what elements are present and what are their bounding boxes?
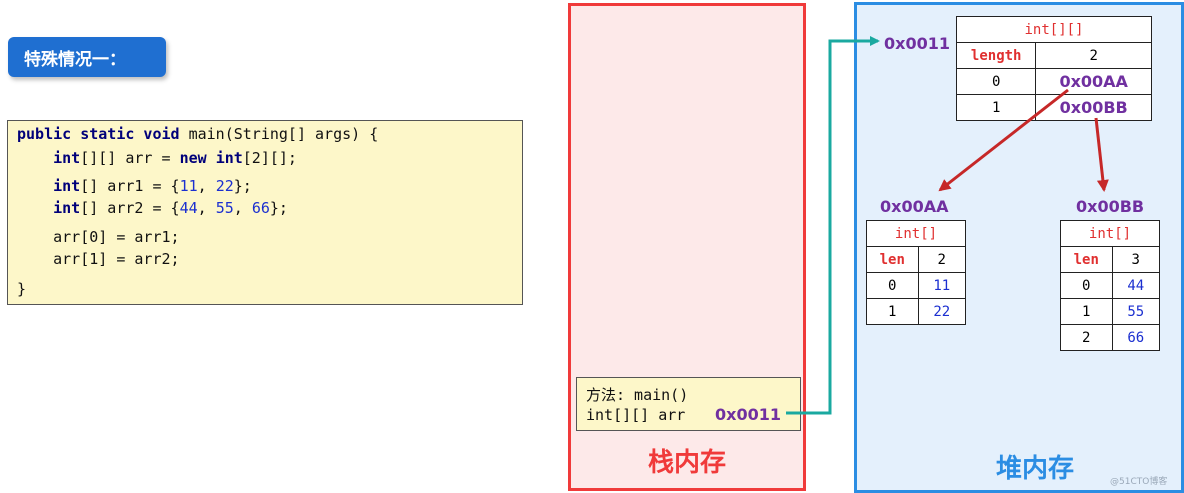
code-line: int[] arr1 = {11, 22};	[17, 177, 252, 195]
outer-array-row: 0 0x00AA	[955, 68, 1152, 95]
code-line: public static void main(String[] args) {	[17, 125, 378, 143]
code-text: [] arr2 = {	[80, 199, 180, 217]
code-text: arr[1] = arr2;	[17, 250, 180, 268]
code-text: [2][];	[242, 149, 297, 167]
code-number: 55	[215, 199, 234, 217]
code-text: };	[269, 199, 288, 217]
code-text: arr[0] = arr1;	[17, 228, 180, 246]
inner-array-a-address: 0x00AA	[880, 197, 949, 216]
inner-array-a-index: 1	[866, 298, 919, 325]
outer-to-inner-a-arrow	[938, 88, 1069, 192]
frame-variable-label: int[][] arr	[586, 406, 686, 424]
inner-array-b-row: 2 66	[1060, 324, 1161, 351]
inner-array-b-value: 66	[1111, 324, 1161, 351]
section-title: 特殊情况一：	[24, 49, 126, 70]
code-block: public static void main(String[] args) {…	[7, 120, 523, 305]
outer-array-type: int[][]	[956, 16, 1152, 43]
outer-to-inner-b-arrow	[1094, 117, 1109, 192]
outer-array-row: 1 0x00BB	[955, 94, 1152, 121]
inner-array-a-value: 22	[917, 298, 967, 325]
inner-array-b-length-label: len	[1060, 246, 1113, 273]
inner-array-b-address: 0x00BB	[1076, 197, 1145, 216]
code-line: }	[17, 280, 26, 298]
watermark: @51CTO博客	[1110, 477, 1168, 487]
inner-array-b-index: 0	[1060, 272, 1113, 299]
code-number: 66	[251, 199, 270, 217]
code-keyword: int	[215, 149, 243, 167]
stack-to-heap-arrow	[786, 36, 880, 415]
inner-array-b-value: 55	[1111, 298, 1161, 325]
code-keyword: int	[53, 149, 81, 167]
outer-array-table: int[][] length 2 0 0x00AA 1 0x00BB	[955, 16, 1152, 121]
outer-array-index: 0	[955, 68, 1037, 95]
code-number: 44	[179, 199, 198, 217]
stack-memory-label: 栈内存	[647, 448, 726, 478]
code-text: }	[17, 280, 27, 298]
inner-array-b-table: int[] len 3 0 44 1 55 2 66	[1060, 220, 1161, 351]
inner-array-a-table: int[] len 2 0 11 1 22	[866, 220, 967, 325]
frame-method-label: 方法: main()	[586, 386, 689, 404]
code-text: [] arr1 = {	[80, 177, 180, 195]
code-line: arr[0] = arr1;	[17, 228, 180, 246]
inner-array-b-value: 44	[1111, 272, 1161, 299]
code-text: main(String[] args) {	[179, 125, 379, 143]
code-line: arr[1] = arr2;	[17, 250, 180, 268]
heap-memory-label: 堆内存	[995, 454, 1074, 484]
inner-array-a-row: 0 11	[866, 272, 967, 299]
code-keyword: public static void	[17, 125, 180, 143]
code-number: 11	[179, 177, 198, 195]
code-number: 22	[215, 177, 234, 195]
code-text: ,	[197, 177, 216, 195]
outer-array-ref: 0x00AA	[1035, 68, 1152, 95]
code-text: ,	[197, 199, 216, 217]
outer-array-length-label: length	[955, 42, 1037, 69]
code-keyword: int	[53, 177, 81, 195]
code-line: int[][] arr = new int[2][];	[17, 149, 297, 167]
inner-array-b-row: 0 44	[1060, 272, 1161, 299]
main-stack-frame: 方法: main() int[][] arr 0x0011	[576, 377, 801, 431]
outer-array-ref: 0x00BB	[1035, 94, 1152, 121]
outer-array-address: 0x0011	[884, 34, 950, 53]
code-text: [][] arr =	[80, 149, 180, 167]
code-keyword: new	[179, 149, 207, 167]
code-text: };	[233, 177, 252, 195]
code-line: int[] arr2 = {44, 55, 66};	[17, 199, 288, 217]
outer-array-index: 1	[955, 94, 1037, 121]
code-keyword: int	[53, 199, 81, 217]
inner-array-a-row: 1 22	[866, 298, 967, 325]
section-title-badge: 特殊情况一：	[8, 37, 166, 77]
inner-array-a-type: int[]	[866, 220, 966, 247]
code-text: ,	[233, 199, 252, 217]
frame-variable-value: 0x0011	[715, 405, 781, 424]
